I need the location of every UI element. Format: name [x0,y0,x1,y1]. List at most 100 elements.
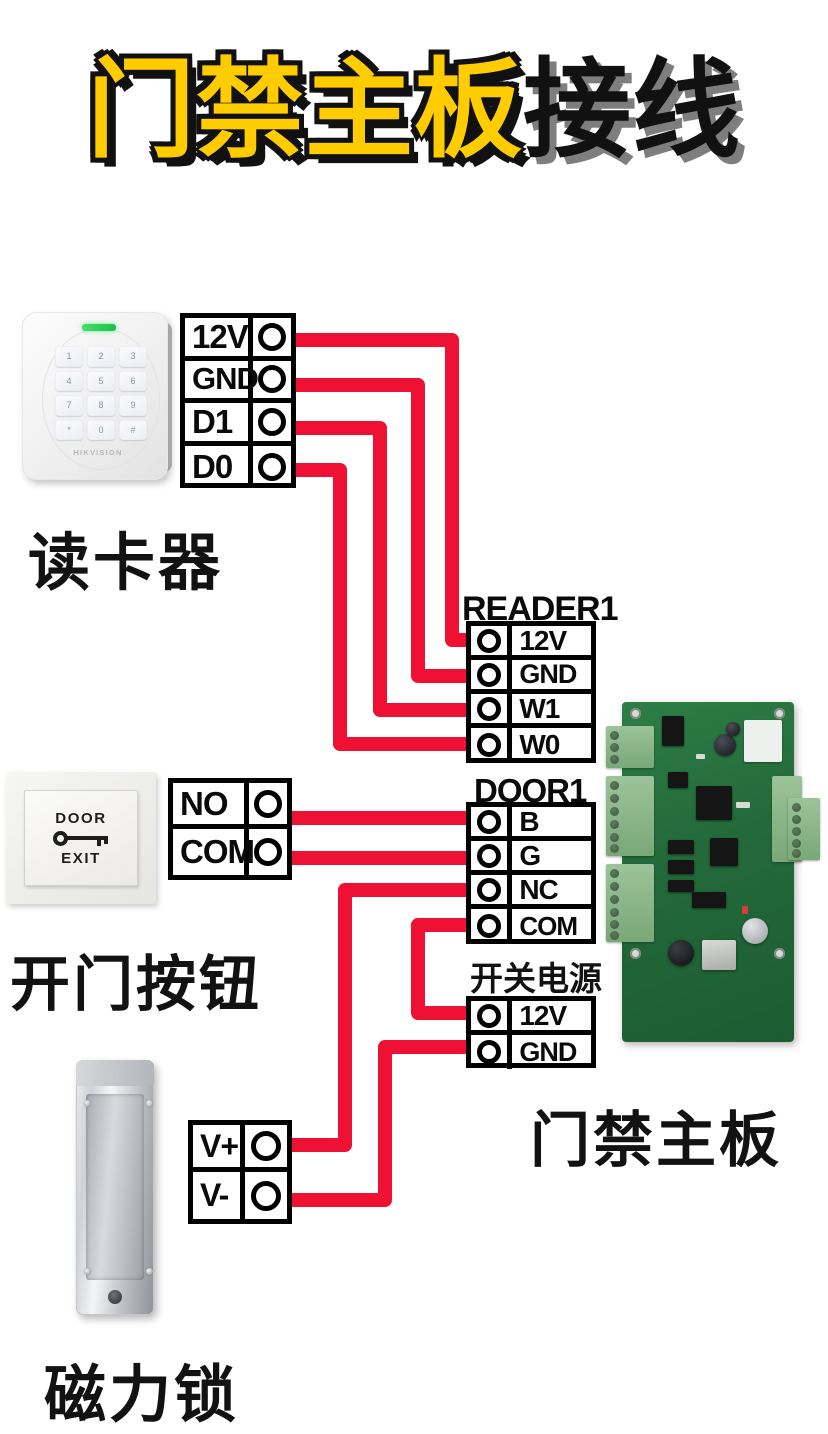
pcb-smd-part [696,754,705,759]
keypad-key[interactable]: 9 [119,395,147,416]
terminal-pin-cell[interactable] [471,909,513,943]
terminal-pin-icon[interactable] [258,452,286,481]
keypad-key[interactable]: 1 [55,346,83,367]
exit-button-terminal-block: NO COM [168,778,292,880]
pcb-ic-chip [668,880,694,892]
terminal-pin-icon[interactable] [477,1003,502,1028]
terminal-label: NC [519,873,558,905]
pcb-connector-left-top[interactable] [606,726,654,768]
terminal-row: W0 [471,728,591,762]
terminal-label: V- [193,1172,245,1219]
pcb-led [742,906,748,914]
terminal-label: D1 [185,403,253,441]
terminal-row: COM [173,829,287,875]
wire-reader-gnd [296,378,490,683]
terminal-row: 12V [185,318,291,361]
door1-terminal-block: B G NC COM [466,802,596,944]
keypad-key[interactable]: 4 [55,370,83,391]
pcb-connector-right-outer[interactable] [788,798,820,860]
terminal-pin-cell[interactable] [249,783,287,824]
terminal-pin-icon[interactable] [258,322,286,351]
terminal-row: V- [193,1172,287,1219]
maglock-cable-hole [108,1290,122,1304]
power-supply-terminal-block: 12V GND [466,996,596,1069]
terminal-pin-cell[interactable] [245,1125,287,1167]
keypad-key[interactable]: # [119,419,147,440]
terminal-pin-cell[interactable] [471,694,513,723]
wire-reader-d1 [296,421,490,717]
keypad-key[interactable]: 3 [119,346,147,367]
terminal-label: G [519,839,541,871]
terminal-pin-cell[interactable] [253,318,291,356]
pcb-rj45-jack[interactable] [702,940,736,970]
keypad-key[interactable]: 2 [87,346,115,367]
terminal-row: 12V [471,625,591,660]
terminal-row: V+ [193,1125,287,1172]
wire-reader-d0 [296,463,490,751]
terminal-pin-cell[interactable] [471,807,513,836]
exit-button-face[interactable]: DOOR EXIT [24,790,138,886]
pcb-connector-left-bottom[interactable] [606,864,654,942]
wire-nc-to-vplus [292,883,490,1152]
terminal-pin-icon[interactable] [477,696,502,721]
terminal-pin-icon[interactable] [258,407,286,436]
terminal-label: GND [519,659,577,689]
maglock-caption: 磁力锁 [44,1358,240,1431]
maglock-top-cap [76,1060,154,1086]
terminal-pin-icon[interactable] [254,838,282,866]
terminal-pin-icon[interactable] [251,1180,281,1211]
terminal-label: 12V [185,318,253,356]
terminal-pin-icon[interactable] [477,662,502,687]
terminal-pin-cell[interactable] [253,403,291,441]
terminal-pin-icon[interactable] [477,628,502,653]
terminal-pin-icon[interactable] [477,877,502,902]
pcb-ic-chip [668,860,694,874]
terminal-pin-icon[interactable] [477,809,502,834]
maglock-screw [146,1100,153,1107]
terminal-row: B [471,806,591,841]
terminal-row: GND [471,1035,591,1069]
terminal-pin-cell[interactable] [253,446,291,489]
exit-button-caption: 开门按钮 [10,950,262,1020]
terminal-pin-cell[interactable] [471,1001,513,1030]
terminal-row: D0 [185,445,291,489]
page-title-yellow: 门禁主板 [86,48,523,173]
terminal-label: V+ [193,1125,245,1167]
terminal-pin-icon[interactable] [477,914,502,938]
terminal-pin-cell[interactable] [471,660,513,689]
terminal-pin-icon[interactable] [258,365,286,394]
wire-gnd-to-vminus [292,1040,490,1207]
terminal-pin-icon[interactable] [477,843,502,868]
terminal-pin-cell[interactable] [249,829,287,875]
terminal-pin-cell[interactable] [253,361,291,399]
maglock-screw [84,1100,91,1107]
keypad-key[interactable]: 0 [87,419,115,440]
card-reader-device: 1 2 3 4 5 6 7 8 9 * 0 # HIKVISION [16,308,176,488]
terminal-pin-cell[interactable] [471,728,513,762]
terminal-label: W1 [519,692,560,724]
terminal-pin-icon[interactable] [477,733,502,757]
pcb-mount-hole [630,948,641,959]
keypad-key[interactable]: 7 [55,395,83,416]
terminal-pin-cell[interactable] [471,626,513,655]
pcb-capacitor [726,722,740,736]
keypad-key[interactable]: 8 [87,395,115,416]
terminal-pin-icon[interactable] [477,1040,502,1064]
power-supply-caption: 开关电源 [470,959,602,998]
page-title-black: 接线 [523,48,742,173]
keypad-key[interactable]: 6 [119,370,147,391]
exit-button-line1: DOOR [55,809,107,827]
exit-button-plate: DOOR EXIT [6,772,156,904]
pcb-connector-left-mid[interactable] [606,776,654,856]
terminal-pin-icon[interactable] [254,789,282,818]
terminal-pin-cell[interactable] [245,1172,287,1219]
terminal-pin-cell[interactable] [471,1035,513,1069]
terminal-pin-icon[interactable] [251,1131,281,1161]
pcb-ic-chip [710,838,738,866]
terminal-pin-cell[interactable] [471,875,513,904]
keypad-key[interactable]: * [55,419,83,440]
terminal-row: W1 [471,692,591,728]
keypad-key[interactable]: 5 [87,370,115,391]
pcb-ic-chip [668,840,694,854]
terminal-pin-cell[interactable] [471,841,513,870]
